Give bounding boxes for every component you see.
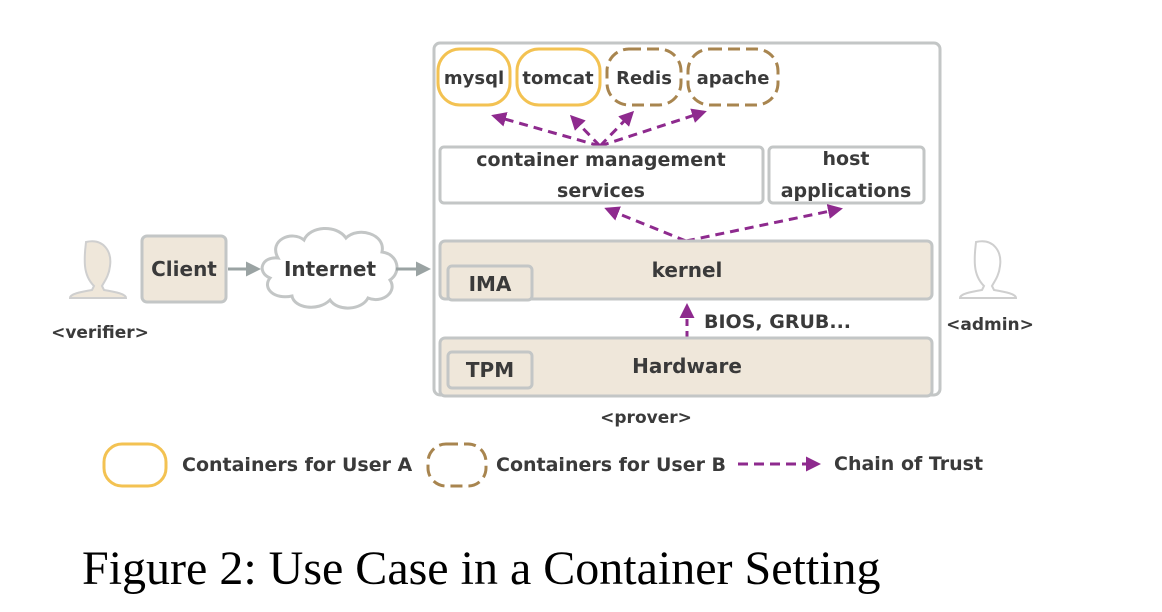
- legend-user-b-swatch: [426, 442, 488, 488]
- admin-person-icon: [958, 240, 1018, 299]
- legend-user-a-label: Containers for User A: [182, 454, 413, 476]
- apache-label: apache: [697, 68, 770, 89]
- client-box: [140, 234, 228, 304]
- verifier-person-icon: [68, 240, 128, 299]
- kernel-label: kernel: [652, 258, 723, 282]
- ima-box: [446, 264, 534, 302]
- cms-label-line2: services: [557, 180, 645, 202]
- kernel-box: [438, 239, 934, 301]
- tpm-box: [446, 350, 534, 390]
- host-applications-box: [767, 145, 926, 205]
- bios-label: BIOS, GRUB...: [704, 311, 851, 333]
- ima-label: IMA: [469, 272, 512, 296]
- mysql-label: mysql: [444, 68, 504, 89]
- tpm-label: TPM: [466, 358, 514, 382]
- chain-arrows-containers: [491, 108, 707, 148]
- prover-label: <prover>: [600, 408, 692, 428]
- legend: Containers for User A Containers for Use…: [102, 442, 983, 488]
- mysql-container: [436, 47, 512, 107]
- tomcat-label: tomcat: [522, 68, 594, 89]
- redis-container: [605, 47, 683, 107]
- cms-label-line1: container management: [476, 149, 725, 171]
- internet-cloud-icon: [260, 227, 399, 310]
- host-label-line1: host: [823, 148, 870, 170]
- internet-label: Internet: [284, 257, 376, 281]
- redis-label: Redis: [616, 68, 672, 89]
- apache-container: [686, 47, 780, 107]
- legend-user-b-label: Containers for User B: [496, 454, 726, 476]
- hardware-box: [438, 336, 934, 398]
- verifier-label: <verifier>: [51, 323, 149, 343]
- hardware-label: Hardware: [632, 354, 742, 378]
- legend-user-a-swatch: [102, 442, 168, 488]
- legend-chain-label: Chain of Trust: [834, 453, 983, 475]
- tomcat-container: [515, 47, 602, 107]
- chain-arrows-kernel: [604, 204, 843, 243]
- client-label: Client: [151, 257, 217, 281]
- admin-label: <admin>: [946, 315, 1034, 335]
- container-management-box: [438, 145, 765, 205]
- host-label-line2: applications: [781, 180, 912, 202]
- figure-caption: Figure 2: Use Case in a Container Settin…: [82, 542, 881, 595]
